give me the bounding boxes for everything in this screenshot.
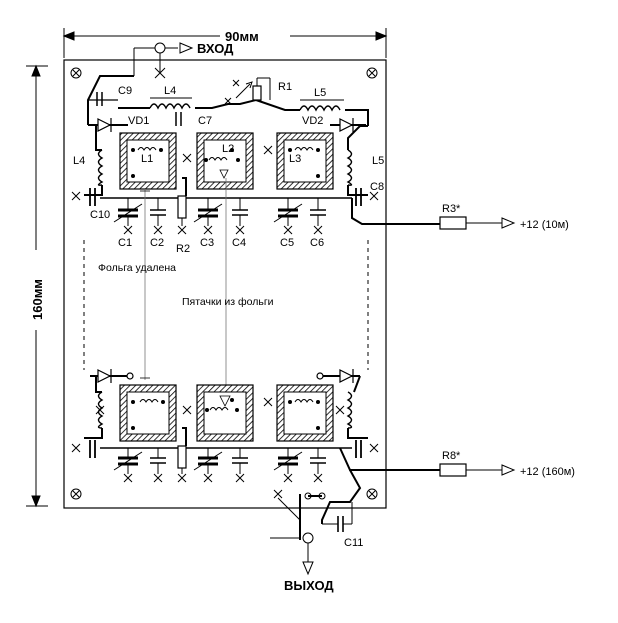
resistor-r8 — [439, 463, 516, 477]
top-section-traces — [84, 75, 440, 225]
r2-label: R2 — [176, 243, 190, 255]
vd2-label: VD2 — [302, 115, 323, 127]
inductor-l5-top — [299, 99, 344, 112]
diode-bottom-left — [97, 369, 134, 383]
foil-removed-label: Фольга удалена — [98, 262, 176, 274]
l1-label: L1 — [141, 153, 153, 165]
coil-can-bottom-2 — [196, 384, 254, 442]
resistor-r1 — [224, 77, 271, 105]
capacitor-bottom-right — [355, 440, 379, 458]
vd1-label: VD1 — [128, 115, 149, 127]
input-label: ВХОД — [197, 41, 234, 56]
capacitor-c11 — [322, 502, 353, 532]
inductor-l5-side — [346, 149, 353, 186]
l5-top-label: L5 — [314, 87, 326, 99]
output-label: ВЫХОД — [284, 578, 334, 593]
r1-label: R1 — [278, 81, 292, 93]
annotation-leaders — [140, 178, 227, 392]
height-dimension-label: 160мм — [30, 279, 45, 320]
mounting-hole-top-left — [70, 67, 82, 79]
l3-label: L3 — [289, 153, 301, 165]
c7-label: C7 — [198, 115, 212, 127]
c6-label: C6 — [310, 237, 324, 249]
mounting-hole-bottom-left — [70, 488, 82, 500]
supply-bottom-label: +12 (160м) — [520, 466, 575, 478]
c8-label: C8 — [370, 181, 384, 193]
resistor-r3 — [439, 216, 516, 230]
width-dimension — [62, 28, 388, 58]
coil-can-l3 — [276, 132, 334, 190]
c11-label: C11 — [344, 537, 363, 549]
supply-top-label: +12 (10м) — [520, 219, 569, 231]
capacitor-c9 — [96, 92, 103, 106]
foil-pads-label: Пятачки из фольги — [182, 296, 274, 308]
height-dimension — [26, 64, 48, 508]
diode-bottom-right — [316, 369, 354, 383]
capacitor-c10 — [71, 188, 96, 206]
capacitor-c8 — [355, 188, 379, 206]
bottom-capacitor-row — [113, 427, 326, 483]
mounting-hole-bottom-right — [366, 488, 378, 500]
bottom-section-traces — [84, 375, 440, 540]
top-capacitor-row — [113, 177, 326, 235]
coil-can-l1 — [119, 132, 177, 190]
c4-label: C4 — [232, 237, 246, 249]
l4-top-label: L4 — [164, 85, 176, 97]
output-connector — [270, 489, 326, 576]
board-edge-dashes — [83, 240, 369, 370]
l4-side-label: L4 — [73, 155, 85, 167]
inductor-l4-side — [97, 149, 104, 186]
capacitor-c7 — [175, 112, 182, 126]
l5-side-label: L5 — [372, 155, 384, 167]
c10-label: C10 — [90, 209, 110, 221]
c5-label: C5 — [280, 237, 294, 249]
r3-label: R3* — [442, 203, 461, 215]
diode-vd2 — [330, 118, 366, 132]
capacitor-bottom-left — [71, 440, 96, 458]
c1-label: C1 — [118, 237, 132, 249]
c9-label: C9 — [118, 85, 132, 97]
top-pad-crosses — [182, 145, 273, 163]
width-dimension-label: 90мм — [225, 29, 259, 44]
r8-label: R8* — [442, 450, 461, 462]
mounting-hole-top-right — [366, 67, 378, 79]
board-outline — [63, 59, 387, 509]
c2-label: C2 — [150, 237, 164, 249]
coil-can-bottom-3 — [276, 384, 334, 442]
inductor-bottom-right — [346, 391, 353, 429]
coil-can-bottom-1 — [119, 384, 177, 442]
diode-vd1 — [90, 118, 128, 132]
bottom-pad-crosses — [95, 397, 345, 415]
input-connector — [133, 42, 194, 79]
c3-label: C3 — [200, 237, 214, 249]
coil-can-l2 — [196, 132, 254, 190]
l2-label: L2 — [222, 143, 234, 155]
inductor-l4-top — [149, 97, 192, 110]
